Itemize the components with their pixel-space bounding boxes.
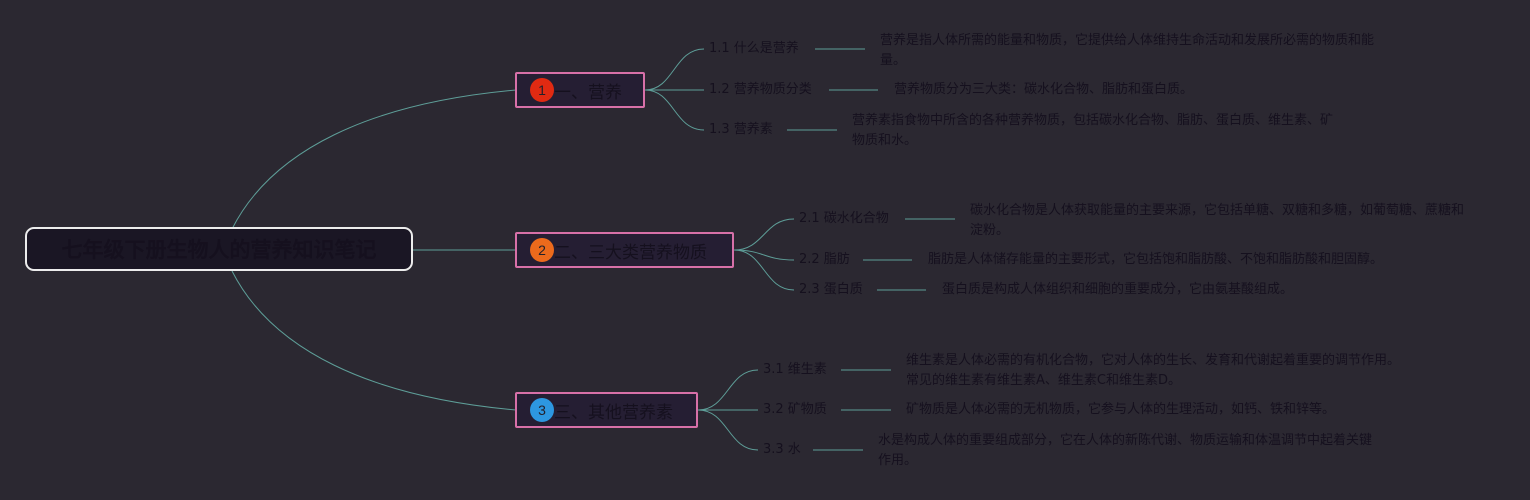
- number-badge-3: 3: [530, 398, 554, 422]
- branch-1-link-1: [644, 48, 705, 91]
- root-title: 七年级下册生物人的营养知识笔记: [61, 238, 377, 262]
- number-badge-1: 1: [530, 78, 554, 102]
- description-1-2: 营养物质分为三大类：碳水化合物、脂肪和蛋白质。: [894, 82, 1194, 97]
- branch-topic-1[interactable]: 1 一、营养: [515, 72, 645, 108]
- branch-2-link-2: [733, 249, 795, 261]
- description-3-3: 水是构成人体的重要组成部分，它在人体的新陈代谢、物质运输和体温调节中起着关键作用…: [878, 433, 1373, 468]
- branch-3-link-1: [697, 369, 759, 411]
- subtopic-1-2[interactable]: 1.2 营养物质分类: [709, 82, 812, 97]
- description-2-1: 碳水化合物是人体获取能量的主要来源，它包括单糖、双糖和多糖，如葡萄糖、蔗糖和淀粉…: [970, 203, 1465, 238]
- branch-topic-2[interactable]: 2 二、三大类营养物质: [515, 232, 734, 268]
- subtopic-2-1[interactable]: 2.1 碳水化合物: [799, 211, 889, 226]
- description-1-1: 营养是指人体所需的能量和物质，它提供给人体维持生命活动和发展所必需的物质和能量。: [880, 33, 1375, 68]
- description-2-2: 脂肪是人体储存能量的主要形式，它包括饱和脂肪酸、不饱和脂肪酸和胆固醇。: [928, 252, 1384, 267]
- subtopic-3-2[interactable]: 3.2 矿物质: [763, 402, 827, 417]
- number-badge-2: 2: [530, 238, 554, 262]
- root-topic[interactable]: 七年级下册生物人的营养知识笔记: [25, 227, 413, 271]
- description-3-1: 维生素是人体必需的有机化合物，它对人体的生长、发育和代谢起着重要的调节作用。常见…: [906, 353, 1401, 388]
- branch-label-3: 三、其他营养素: [554, 402, 673, 423]
- branch-label-1: 一、营养: [554, 82, 622, 103]
- description-2-3: 蛋白质是构成人体组织和细胞的重要成分，它由氨基酸组成。: [942, 282, 1294, 297]
- branch-2-link-1: [733, 218, 795, 251]
- branch-label-2: 二、三大类营养物质: [554, 242, 707, 263]
- subtopic-1-1[interactable]: 1.1 什么是营养: [709, 41, 799, 56]
- branch-1-link-3: [644, 89, 705, 131]
- subtopic-2-3[interactable]: 2.3 蛋白质: [799, 282, 863, 297]
- subtopic-3-1[interactable]: 3.1 维生素: [763, 362, 827, 377]
- description-3-2: 矿物质是人体必需的无机物质，它参与人体的生理活动，如钙、铁和锌等。: [906, 402, 1336, 417]
- branch-3-link-3: [697, 409, 759, 451]
- subtopic-3-3[interactable]: 3.3 水: [763, 442, 801, 457]
- description-1-3: 营养素指食物中所含的各种营养物质，包括碳水化合物、脂肪、蛋白质、维生素、矿物质和…: [852, 113, 1334, 148]
- branch-topic-3[interactable]: 3 三、其他营养素: [515, 392, 698, 428]
- subtopic-1-3[interactable]: 1.3 营养素: [709, 122, 773, 137]
- branch-2-link-3: [733, 249, 795, 291]
- subtopic-2-2[interactable]: 2.2 脂肪: [799, 252, 850, 267]
- root-link-1: [231, 89, 517, 230]
- root-link-3: [231, 270, 517, 411]
